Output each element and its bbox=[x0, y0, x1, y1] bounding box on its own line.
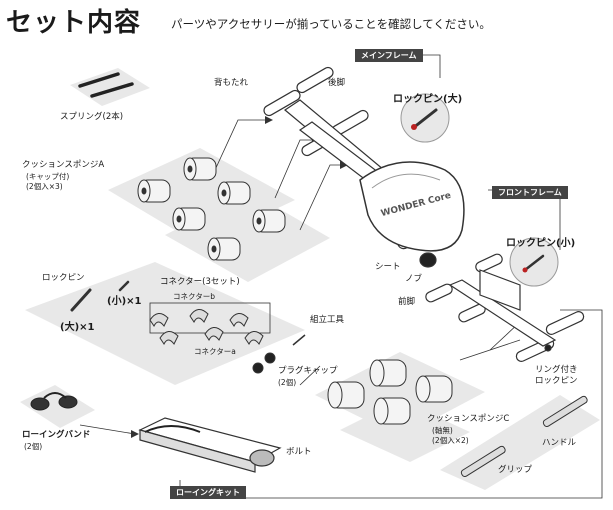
lock-pin-large-qty: (大)×1 bbox=[60, 322, 95, 333]
lock-pin-large-bubble bbox=[400, 93, 450, 143]
sponge-a-label: クッションスポンジA bbox=[22, 160, 105, 170]
rear-leg-label: 後脚 bbox=[328, 78, 346, 88]
spring-parts bbox=[78, 72, 134, 98]
rowing-band-qty-label: (2個) bbox=[24, 442, 43, 451]
sponge-c-parts bbox=[327, 359, 453, 425]
grip-label: グリップ bbox=[498, 465, 533, 475]
connector-panel-parts bbox=[70, 280, 306, 374]
spring-label: スプリング(2本) bbox=[60, 112, 124, 122]
rowing-band-parts bbox=[30, 392, 78, 411]
backrest-label: 背もたれ bbox=[214, 78, 249, 88]
ring-lock-pin-label-2: ロックピン bbox=[535, 376, 578, 386]
sponge-c-qty-label: (2個入×2) bbox=[432, 436, 469, 445]
sponge-c-label: クッションスポンジC bbox=[427, 414, 510, 424]
front-frame-drawing bbox=[425, 253, 585, 362]
handle-label: ハンドル bbox=[542, 438, 577, 448]
ring-lock-pin-label-1: リング付き bbox=[535, 365, 578, 375]
sponge-a-panel-2 bbox=[165, 192, 330, 282]
spring-panel bbox=[70, 68, 150, 106]
knob-label: ノブ bbox=[405, 274, 423, 284]
front-frame-header: フロントフレーム bbox=[492, 186, 568, 199]
rowing-kit-header: ローイングキット bbox=[170, 486, 246, 499]
plug-cap-label: プラグキャップ bbox=[278, 366, 338, 376]
page-subtitle: パーツやアクセサリーが揃っていることを確認してください。 bbox=[171, 17, 491, 31]
plug-cap-qty-label: (2個) bbox=[278, 378, 297, 387]
main-frame-header: メインフレーム bbox=[355, 49, 423, 62]
lock-pin-small-label: ロックピン(小) bbox=[506, 238, 576, 249]
sponge-a-qty-label: (2個入×3) bbox=[26, 182, 63, 191]
bolt-label: ボルト bbox=[286, 447, 312, 457]
sponge-c-panel bbox=[315, 352, 485, 437]
lock-pin-large-label: ロックピン(大) bbox=[393, 94, 463, 105]
sponge-c-panel-2 bbox=[340, 400, 470, 462]
sponge-a-cap-label: (キャップ付) bbox=[26, 172, 70, 181]
lock-pin-label: ロックピン bbox=[42, 273, 85, 283]
lock-pin-small-qty: (小)×1 bbox=[107, 296, 142, 307]
band-panel bbox=[20, 385, 95, 428]
tool-label: 組立工具 bbox=[310, 315, 345, 325]
connector-label: コネクター(3セット) bbox=[160, 277, 240, 287]
rowing-kit-drawing bbox=[138, 417, 282, 473]
connector-b-label: コネクターb bbox=[173, 292, 215, 301]
handle-parts bbox=[460, 395, 588, 478]
page-title: セット内容 bbox=[6, 8, 142, 38]
front-leg-label: 前脚 bbox=[398, 297, 416, 307]
rowing-band-label: ローイングバンド bbox=[22, 430, 91, 440]
connector-a-label: コネクターa bbox=[194, 347, 236, 356]
sponge-c-note-label: (軸無) bbox=[432, 426, 453, 435]
seat-drawing bbox=[359, 161, 465, 252]
sponge-a-parts bbox=[137, 157, 286, 261]
lock-pin-small-bubble bbox=[509, 237, 559, 287]
seat-label: シート bbox=[375, 262, 401, 272]
